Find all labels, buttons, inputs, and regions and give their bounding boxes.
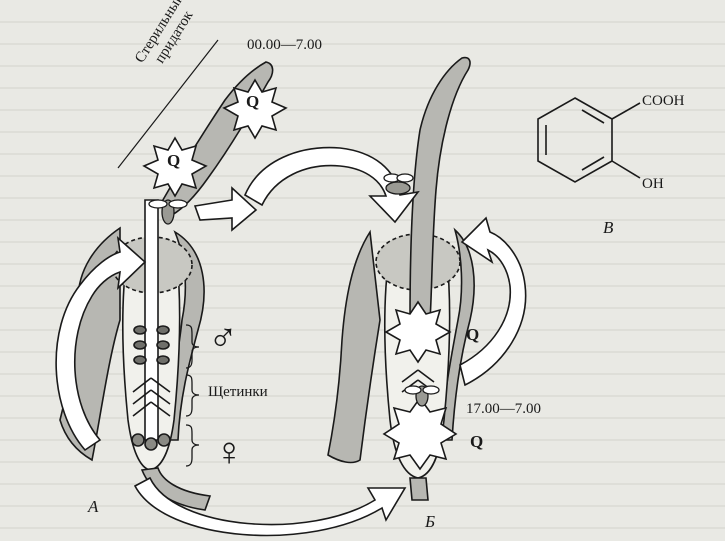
panel-label-v: В [603, 218, 614, 237]
oh-label: OH [642, 176, 664, 192]
flower-b [327, 56, 475, 501]
q-label-3: Q [466, 325, 480, 344]
sterile-appendage-b [409, 56, 471, 321]
region-braces [185, 324, 200, 467]
sterile-appendage-pointer [117, 39, 219, 169]
spathe-b-left [327, 229, 381, 464]
bristles-a [132, 377, 171, 417]
fly-icon [404, 385, 440, 407]
cooh-label: COOH [642, 93, 685, 109]
heat-burst-icon [142, 136, 208, 198]
benzene-ring-icon [537, 97, 641, 183]
cycle-arrows [55, 146, 527, 537]
panel-label-a: А [88, 497, 99, 516]
q-label-2: Q [167, 151, 181, 170]
q-label-1: Q [246, 92, 260, 111]
arrow-bottom [133, 476, 407, 537]
fly-icon [148, 199, 188, 225]
female-symbol: ♀ [214, 429, 244, 474]
fly-icon [383, 173, 414, 195]
spadix-a [144, 199, 159, 441]
heat-burst-icon [384, 300, 452, 364]
time-label-a: 00.00—7.00 [247, 37, 322, 53]
male-symbol: ♂ [208, 315, 238, 360]
male-florets-a [133, 325, 170, 365]
arrow-left-a [55, 235, 147, 452]
panel-label-b: Б [425, 512, 436, 531]
heat-burst-icon [382, 396, 458, 471]
bristles-label: Щетинки [208, 384, 268, 400]
stalk-b [409, 477, 429, 501]
arrow-top [243, 146, 420, 224]
heat-burst-icon [222, 78, 288, 140]
female-florets-a [131, 433, 171, 451]
arrow-right-b [459, 216, 527, 387]
time-label-b: 17.00—7.00 [466, 401, 541, 417]
arrow-into-a [193, 186, 258, 232]
q-label-4: Q [470, 432, 484, 451]
